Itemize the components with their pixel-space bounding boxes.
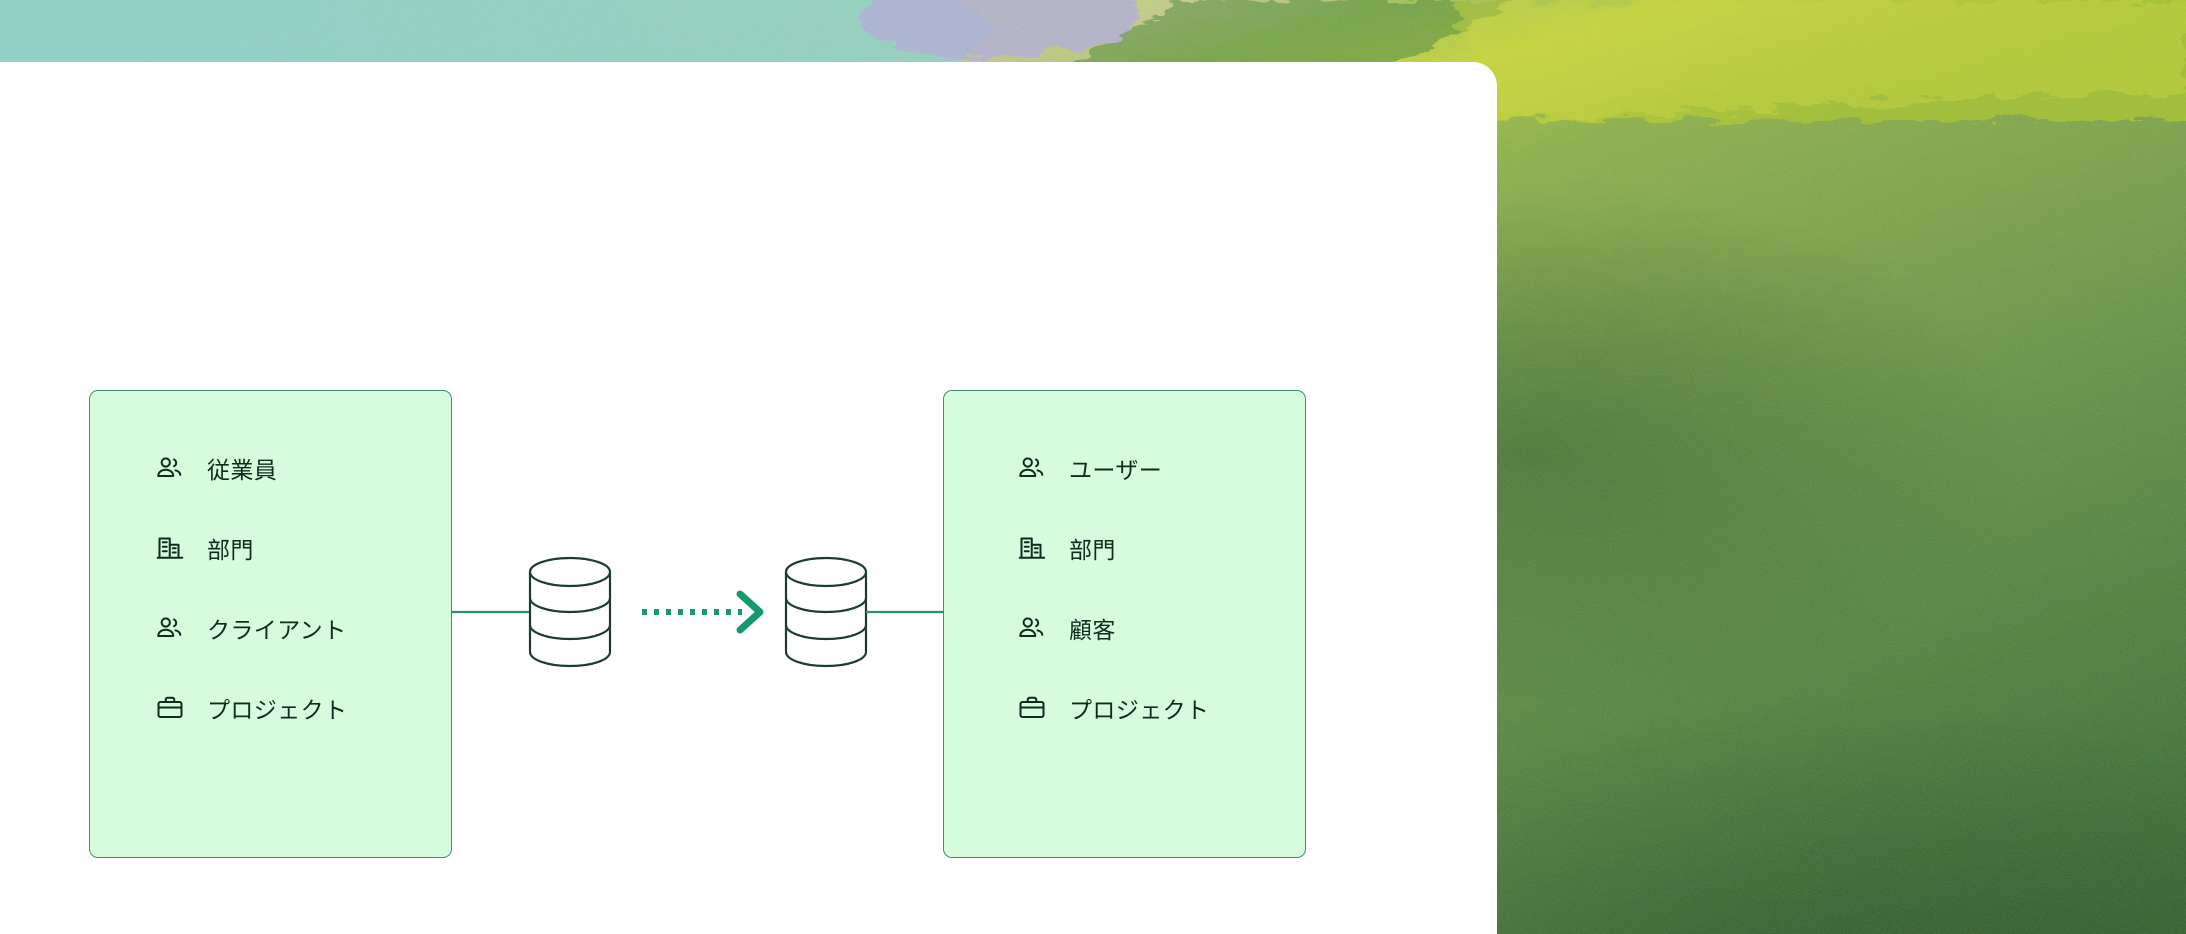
building-icon — [156, 537, 184, 559]
users-icon — [157, 617, 182, 637]
entity-card-zoho-expense: ユーザー 部門 顧客 プロジェクト — [943, 390, 1306, 858]
entity-label: 部門 — [1069, 537, 1116, 563]
building-icon — [1018, 537, 1046, 559]
database-cylinder-icon-target — [784, 556, 868, 668]
users-icon — [1019, 617, 1044, 637]
database-cylinder-icon-source — [528, 556, 612, 668]
entity-label: クライアント — [207, 617, 347, 643]
entity-row: 部門 — [90, 529, 451, 567]
entity-row: 従業員 — [90, 449, 451, 487]
entity-row: 部門 — [944, 529, 1305, 567]
entity-row: ユーザー — [944, 449, 1305, 487]
users-icon — [157, 457, 182, 477]
entity-label: 顧客 — [1069, 617, 1116, 643]
entity-card-zoho-people: 従業員 部門 クライアント プロジェクト — [89, 390, 452, 858]
entity-label: プロジェクト — [207, 697, 348, 723]
entity-row: 顧客 — [944, 609, 1305, 647]
users-icon — [1019, 457, 1044, 477]
entity-row: プロジェクト — [944, 689, 1305, 727]
entity-label: ユーザー — [1069, 457, 1163, 483]
sync-diagram — [452, 556, 944, 668]
briefcase-icon — [157, 696, 183, 718]
entity-label: 従業員 — [207, 457, 278, 483]
entity-label: プロジェクト — [1069, 697, 1210, 723]
briefcase-icon — [1019, 696, 1045, 718]
entity-row: クライアント — [90, 609, 451, 647]
entity-label: 部門 — [207, 537, 254, 563]
entity-row: プロジェクト — [90, 689, 451, 727]
dotted-arrow-right-icon — [642, 590, 764, 634]
